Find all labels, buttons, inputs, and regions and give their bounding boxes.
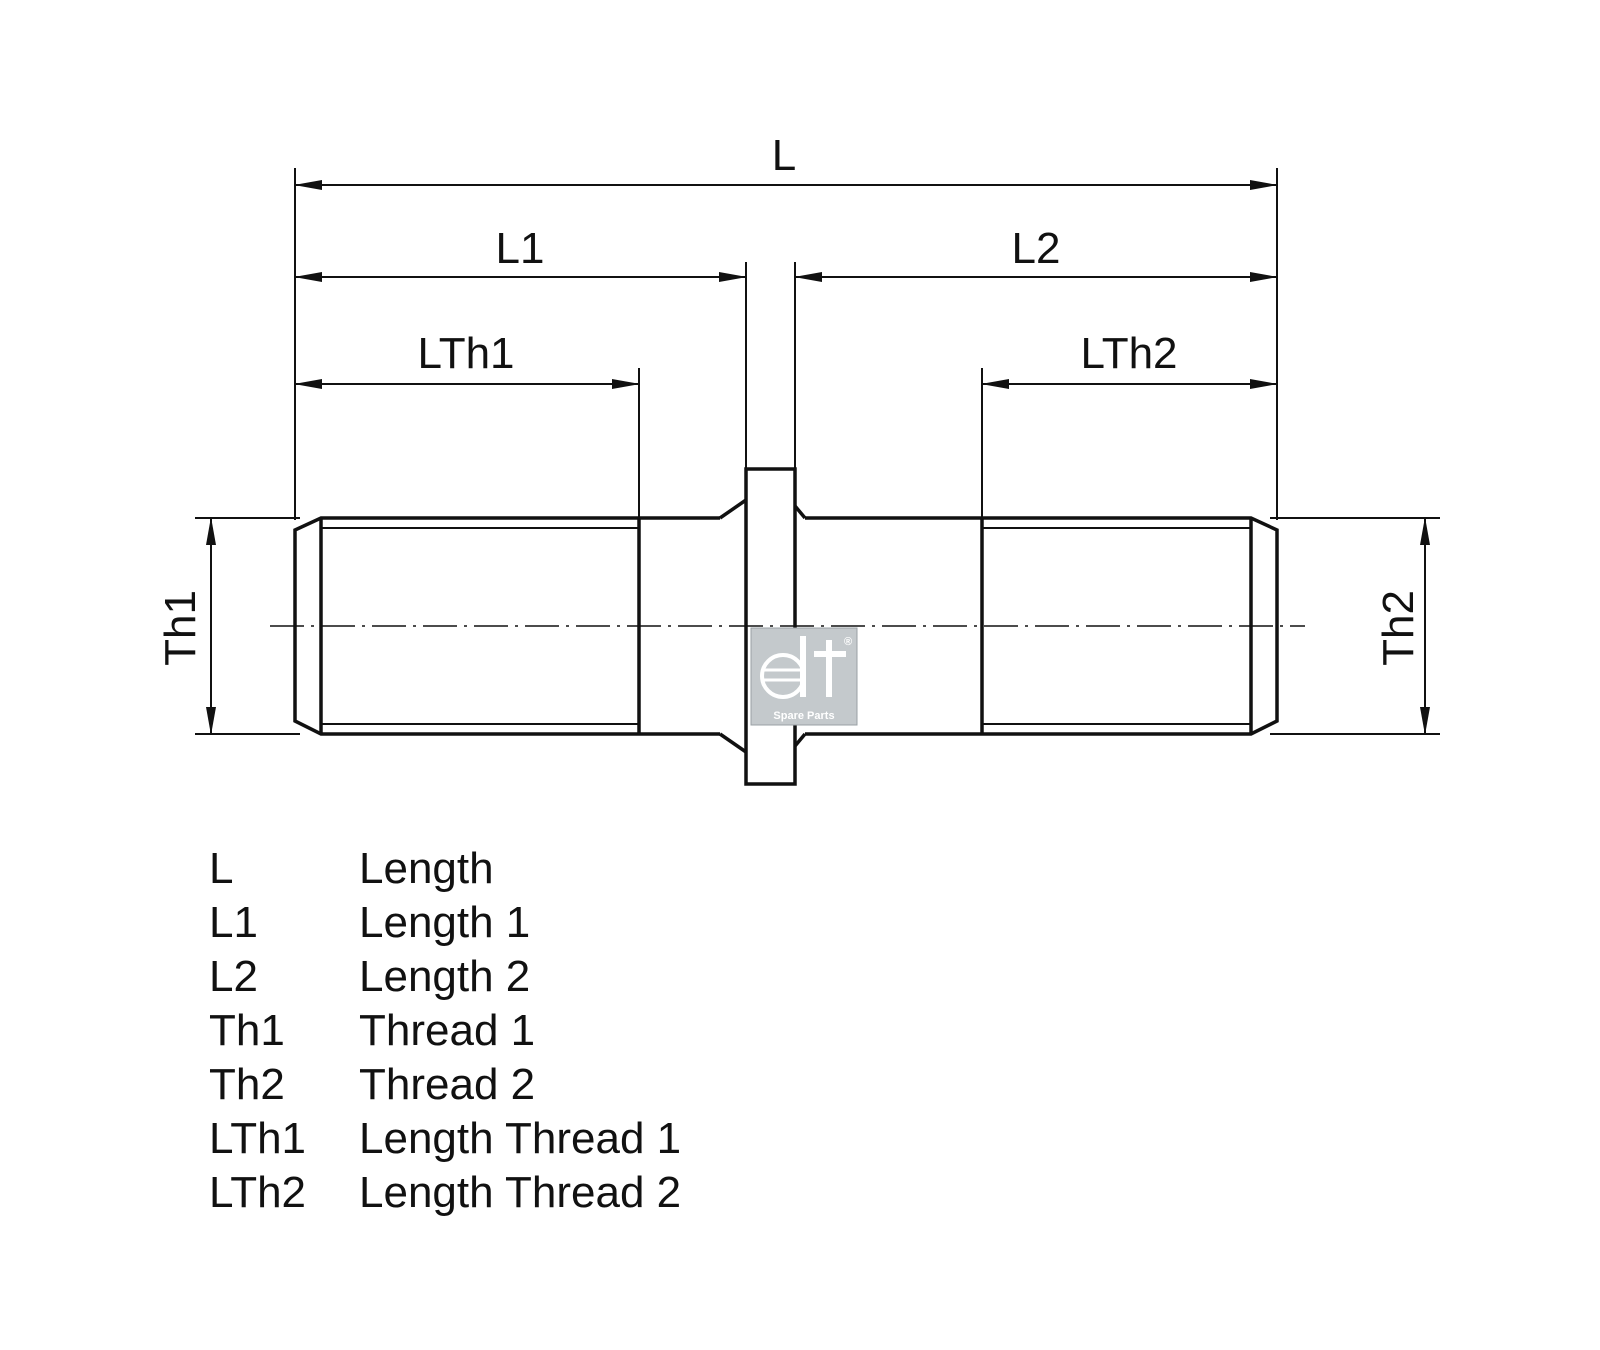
legend-symbol: L1 (209, 898, 258, 947)
label-L2: L2 (1012, 224, 1061, 273)
legend-row: LTh1 Length Thread 1 (209, 1112, 681, 1166)
dt-spare-parts-logo: ® Spare Parts (750, 627, 858, 726)
legend-meaning: Thread 1 (359, 1006, 536, 1055)
legend-row: L Length (209, 842, 681, 896)
label-L: L (772, 131, 796, 180)
extension-lines (195, 168, 1440, 735)
label-Th1: Th1 (156, 590, 205, 666)
right-fillet (793, 504, 807, 748)
left-fillet (719, 498, 747, 754)
legend-row: Th2 Thread 2 (209, 1058, 681, 1112)
label-LTh1: LTh1 (417, 329, 514, 378)
legend-symbol: Th2 (209, 1060, 285, 1109)
label-L1: L1 (496, 224, 545, 273)
legend-symbol: L2 (209, 952, 258, 1001)
legend-meaning: Length Thread 2 (359, 1168, 682, 1217)
legend-meaning: Length 1 (359, 898, 531, 947)
label-Th2: Th2 (1374, 590, 1423, 666)
legend-symbol: Th1 (209, 1006, 285, 1055)
legend-meaning: Length Thread 1 (359, 1114, 682, 1163)
legend-symbol: L (209, 844, 234, 893)
legend: L Length L1 Length 1 L2 Length 2 Th1 Thr… (209, 842, 681, 1220)
legend-meaning: Thread 2 (359, 1060, 536, 1109)
logo-registered-mark: ® (844, 636, 852, 648)
legend-symbol: LTh1 (209, 1114, 307, 1163)
legend-row: L1 Length 1 (209, 896, 681, 950)
legend-symbol: LTh2 (209, 1168, 307, 1217)
legend-row: L2 Length 2 (209, 950, 681, 1004)
legend-row: LTh2 Length Thread 2 (209, 1166, 681, 1220)
right-shank-outline (805, 516, 1279, 736)
legend-meaning: Length (359, 844, 494, 893)
legend-meaning: Length 2 (359, 952, 531, 1001)
label-LTh2: LTh2 (1080, 329, 1177, 378)
logo-caption: Spare Parts (773, 710, 834, 722)
dimension-lines (206, 180, 1430, 735)
legend-row: Th1 Thread 1 (209, 1004, 681, 1058)
